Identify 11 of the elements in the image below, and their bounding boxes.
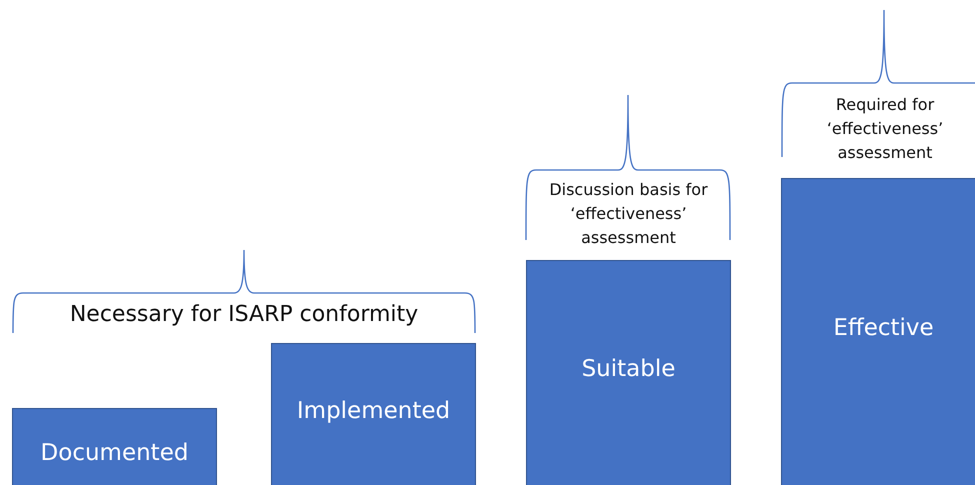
- step-bar: [526, 260, 731, 485]
- step-bar: [781, 178, 975, 485]
- bar-label: Suitable: [582, 356, 676, 382]
- bracket-label: Necessary for ISARP conformity: [68, 303, 420, 327]
- bracket-label: Required for ‘effectiveness’ assessment: [826, 94, 944, 164]
- bar-label: Documented: [40, 440, 188, 466]
- bar-label: Effective: [833, 315, 934, 341]
- step-bar: [271, 343, 476, 485]
- step-bar: [12, 408, 217, 485]
- bar-label: Implemented: [296, 398, 450, 424]
- bracket-label: Discussion basis for ‘effectiveness’ assessment: [548, 179, 709, 249]
